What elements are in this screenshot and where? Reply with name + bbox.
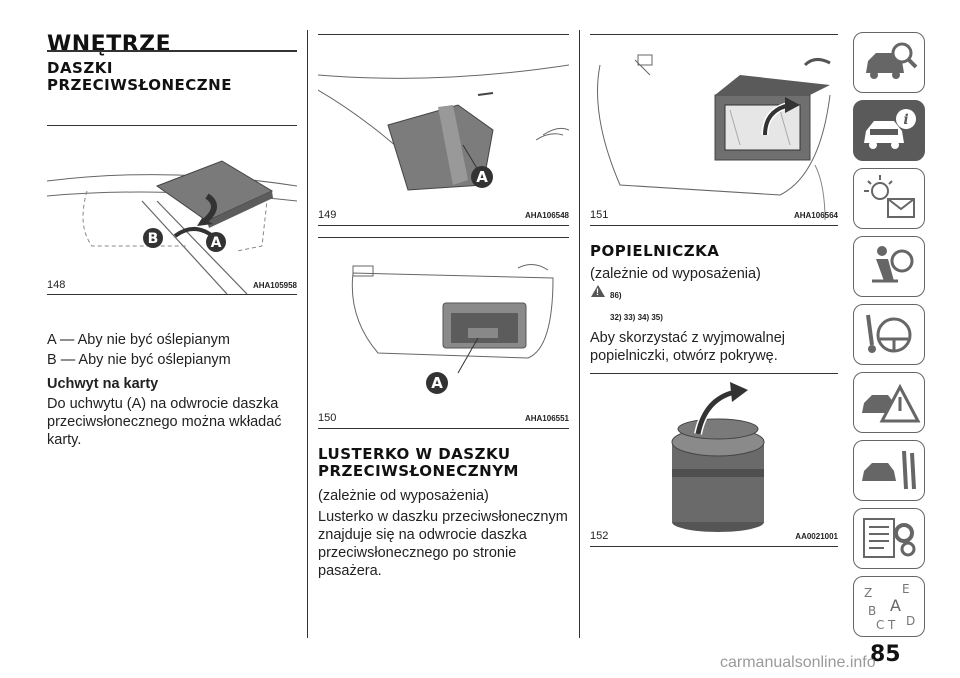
heading-sun-visors: DASZKI PRZECIWSŁONECZNE — [47, 59, 232, 94]
mirror-line-2: znajduje się na odwrocie daszka — [318, 527, 527, 543]
figure-code: AHA105958 — [252, 281, 297, 290]
heading-vanity-mirror-1: LUSTERKO W DASZKU — [318, 445, 511, 463]
warning-triangle-icon: ! — [591, 285, 605, 297]
legend-a: A — Aby nie być oślepianym — [47, 332, 230, 348]
car-search-icon — [866, 42, 918, 79]
tab-emergency[interactable] — [853, 372, 925, 433]
mirror-line-4: pasażera. — [318, 563, 382, 579]
light-message-icon — [864, 175, 915, 218]
svg-text:A: A — [890, 596, 901, 615]
car-info-icon: i — [864, 109, 916, 149]
airbag-person-icon — [872, 246, 914, 283]
section-title-rule — [47, 50, 297, 52]
tab-dashboard[interactable] — [853, 32, 925, 93]
figure-152: 152 AA0021001 — [590, 373, 838, 547]
figure-code: AHA106564 — [793, 211, 838, 220]
heading-ashtray: POPIELNICZKA — [590, 242, 720, 260]
caution-references: 32) 33) 34) 35) — [610, 313, 663, 322]
label-a-marker-150: A — [426, 372, 448, 394]
svg-text:B: B — [868, 604, 876, 618]
figure-151: 151 AHA106564 — [590, 34, 838, 226]
equipment-note: (zależnie od wyposażenia) — [318, 488, 489, 504]
section-title: WNĘTRZE — [47, 32, 172, 57]
tab-warning-lights[interactable] — [853, 168, 925, 229]
legend-b: B — Aby nie być oślepianym — [47, 352, 231, 368]
visor-card-holder-illustration — [318, 64, 569, 191]
car-tools-icon — [862, 450, 916, 490]
label-a-marker: A — [206, 232, 226, 252]
tab-index[interactable]: Z E B A C T D — [853, 576, 925, 637]
card-holder-line-1: Do uchwytu (A) na odwrocie daszka — [47, 396, 279, 412]
figure-code: AHA106548 — [524, 211, 569, 220]
label-a-text-150: A — [431, 374, 443, 392]
ashtray-illustration — [671, 382, 765, 532]
ashtray-equipment-note: (zależnie od wyposażenia) — [590, 266, 761, 282]
svg-text:C: C — [876, 618, 884, 632]
card-holder-line-3: karty. — [47, 432, 82, 448]
tab-getting-to-know[interactable]: i — [853, 100, 925, 161]
label-b-text: B — [148, 231, 159, 247]
subheading-card-holder: Uchwyt na karty — [47, 376, 159, 392]
svg-text:Z: Z — [864, 586, 872, 600]
svg-text:i: i — [903, 112, 908, 128]
column-divider-1 — [307, 30, 308, 638]
visor-mirror-open-illustration — [597, 54, 831, 221]
steering-key-icon — [866, 314, 912, 353]
tab-technical-data[interactable] — [853, 508, 925, 569]
page-number: 85 — [870, 642, 901, 667]
tab-maintenance[interactable] — [853, 440, 925, 501]
figure-number: 151 — [590, 209, 609, 221]
card-holder-line-2: przeciwsłonecznego można wkładać — [47, 414, 282, 430]
figure-code: AHA106551 — [524, 414, 569, 423]
label-b-marker: B — [143, 228, 163, 248]
svg-text:D: D — [906, 614, 915, 628]
visor-mirror-illustration — [351, 264, 554, 374]
figure-number: 152 — [590, 530, 609, 542]
alphabet-index-icon: Z E B A C T D — [864, 582, 915, 632]
car-warning-triangle-icon — [862, 383, 921, 423]
ashtray-line-2: popielniczki, otwórz pokrywę. — [590, 348, 778, 364]
mirror-line-1: Lusterko w daszku przeciwsłonecznym — [318, 509, 568, 525]
label-a-marker-149: A — [471, 166, 493, 188]
figure-149: A 149 AHA106548 — [318, 34, 569, 226]
label-a-text: A — [211, 235, 222, 251]
svg-text:E: E — [902, 582, 910, 596]
label-a-text-149: A — [476, 168, 488, 186]
ashtray-line-1: Aby skorzystać z wyjmowalnej — [590, 330, 785, 346]
figure-150: A 150 AHA106551 — [318, 237, 569, 429]
figure-number: 150 — [318, 412, 337, 424]
heading-vanity-mirror-2: PRZECIWSŁONECZNYM — [318, 462, 519, 480]
figure-number: 148 — [47, 279, 66, 291]
svg-text:T: T — [887, 618, 896, 632]
list-gear-icon — [863, 518, 916, 558]
warning-reference: 86) — [610, 291, 622, 300]
mirror-line-3: przeciwsłonecznego po stronie — [318, 545, 517, 561]
tab-starting-driving[interactable] — [853, 304, 925, 365]
sun-visor-illustration — [47, 160, 297, 294]
column-divider-2 — [579, 30, 580, 638]
tab-safety[interactable] — [853, 236, 925, 297]
figure-148: B A 148 AHA105958 — [47, 125, 297, 295]
figure-number: 149 — [318, 209, 337, 221]
watermark: carmanualsonline.info — [720, 654, 876, 671]
figure-code: AA0021001 — [795, 532, 838, 541]
